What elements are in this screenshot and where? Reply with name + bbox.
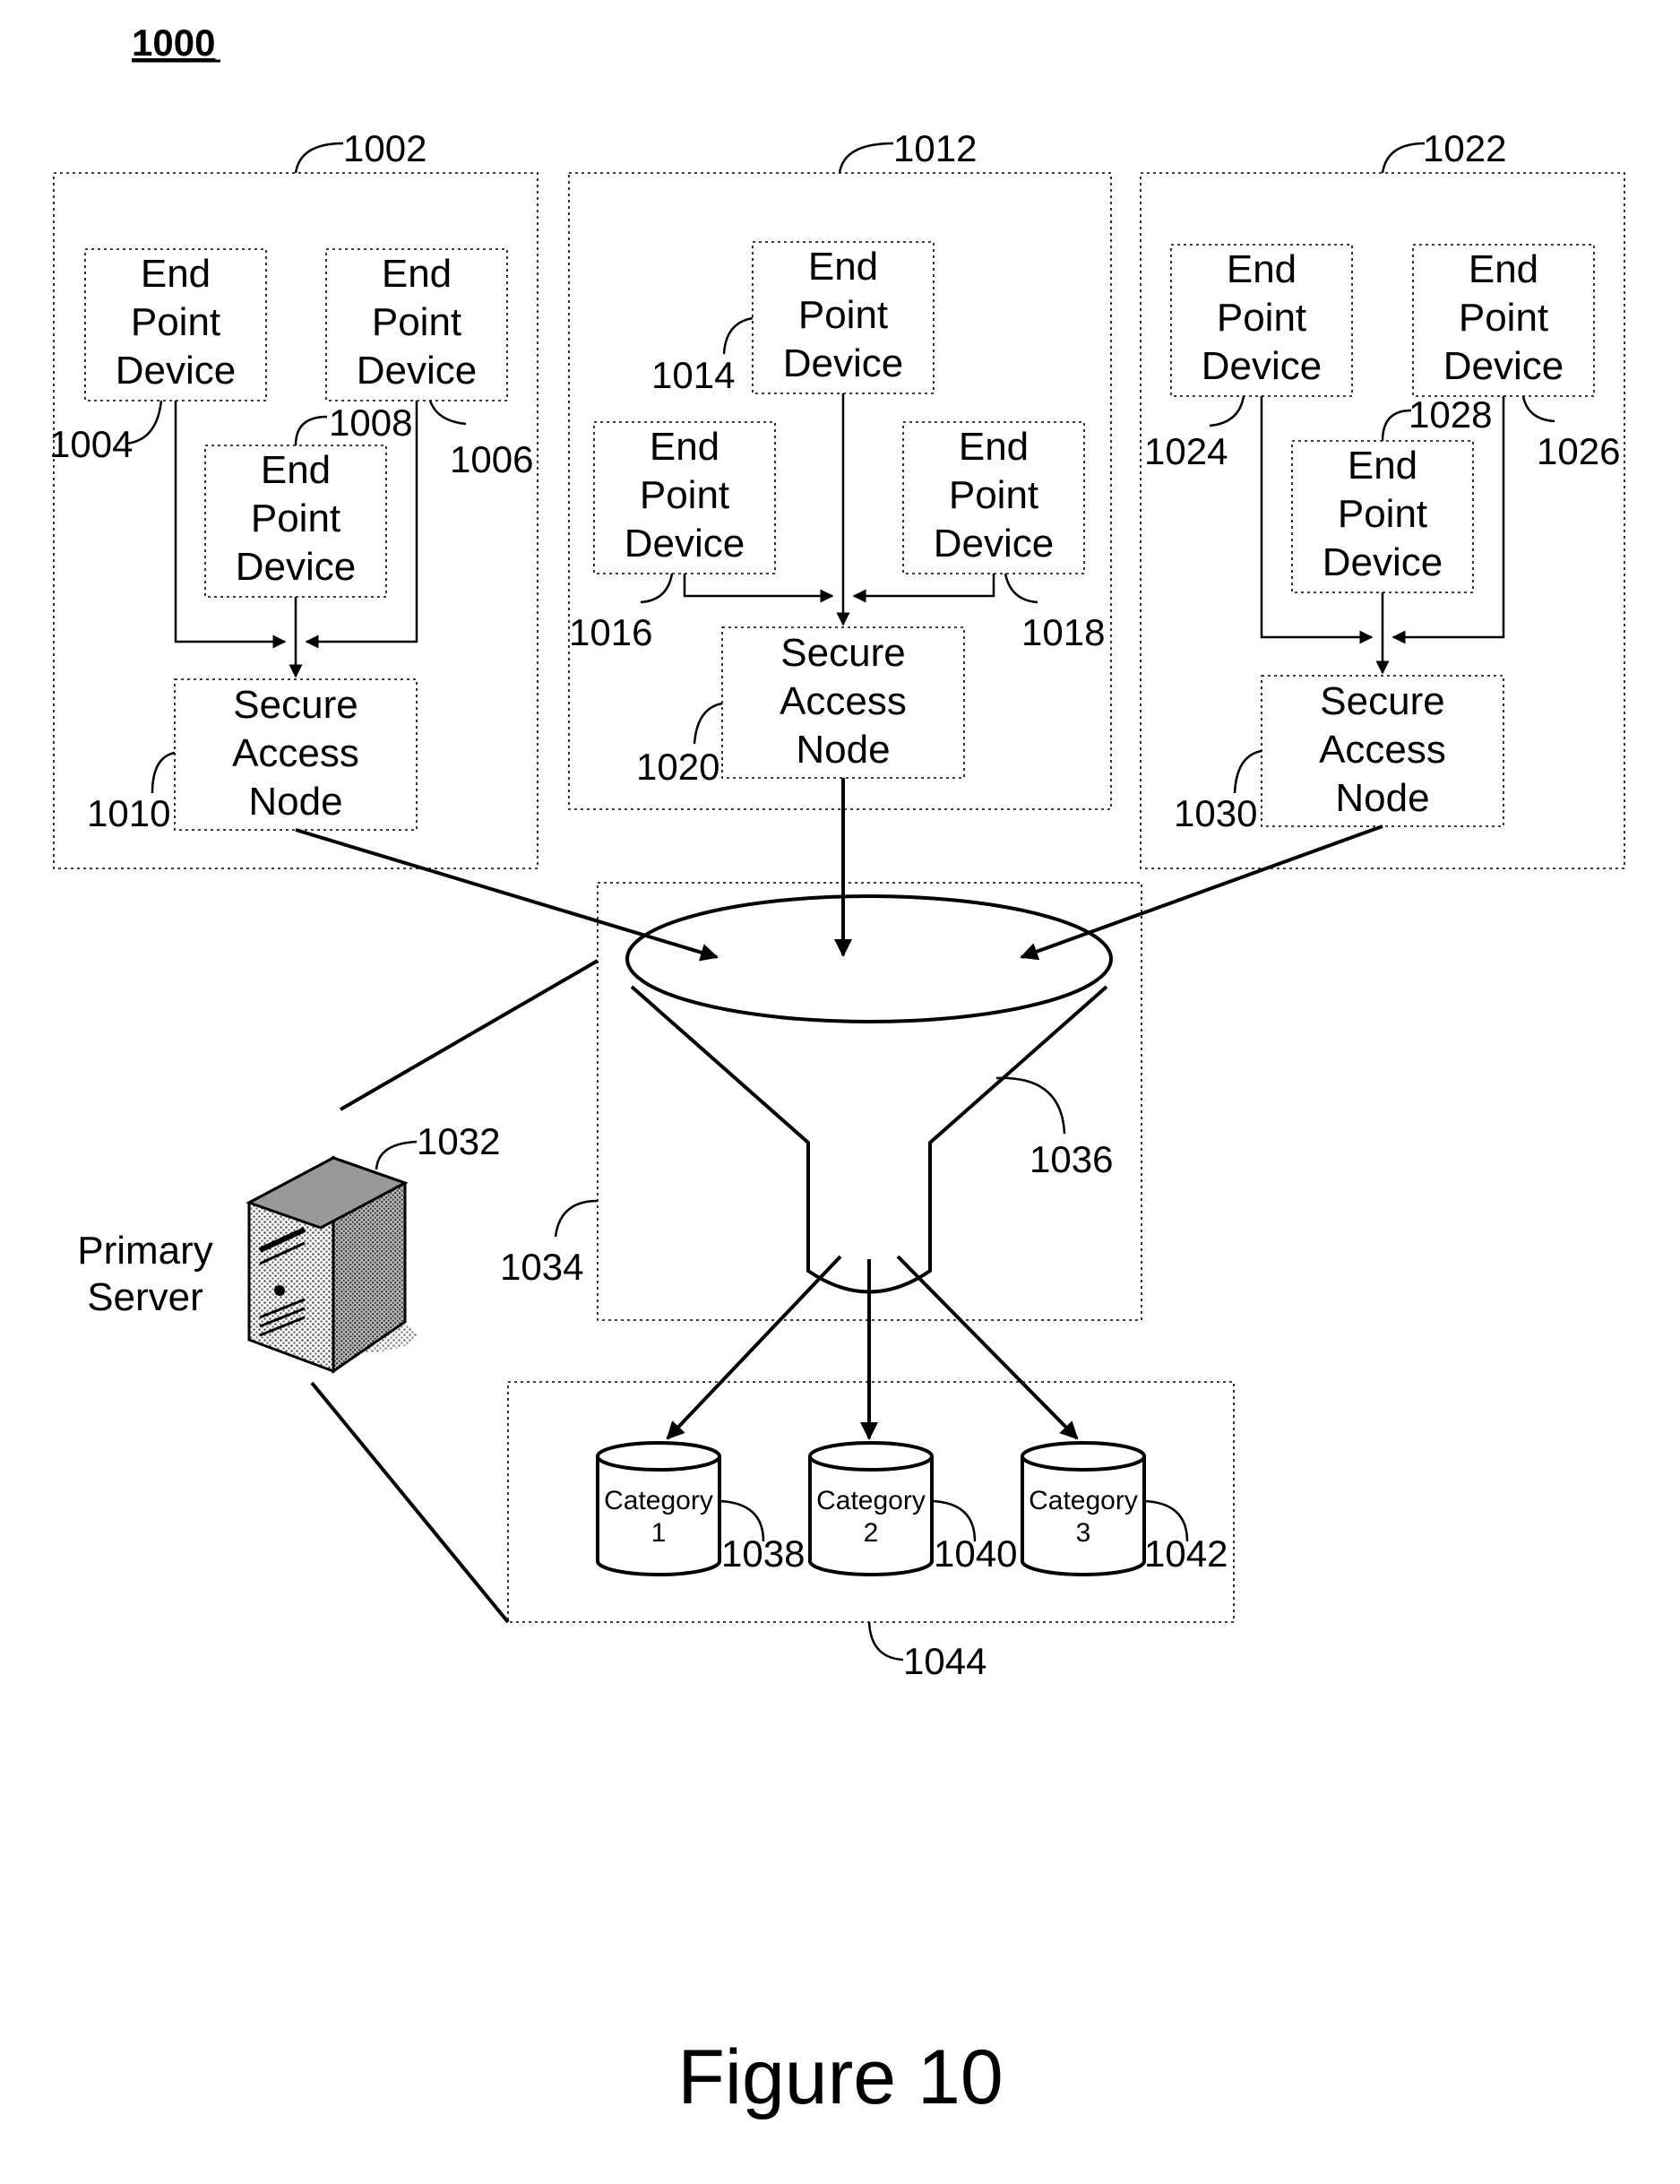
device-label: Point: [798, 293, 888, 337]
device-label: Point: [1338, 492, 1427, 536]
device-label: End: [382, 252, 452, 296]
server-ref: 1032: [417, 1120, 500, 1162]
device-label: Point: [640, 473, 729, 517]
category-ref: 1038: [721, 1532, 805, 1575]
node-ref: 1020: [636, 746, 719, 788]
node-ref: 1030: [1174, 792, 1257, 834]
figure-caption: Figure 10: [677, 2034, 1003, 2120]
endpoint-group-1: 1002 End Point Device 1004 End Point Dev…: [49, 127, 538, 868]
device-ref: 1008: [329, 401, 412, 444]
device-label: End: [959, 425, 1029, 469]
node-label: Node: [796, 728, 890, 772]
group-ref: 1012: [893, 127, 977, 169]
device-label: End: [808, 245, 878, 289]
category-ref: 1040: [934, 1532, 1017, 1575]
device-label: Device: [625, 522, 745, 565]
category-label: Category: [604, 1486, 713, 1515]
device-label: Point: [131, 300, 220, 344]
diagram-id: 1000: [132, 22, 215, 64]
category-label: 1: [651, 1518, 667, 1548]
node-label: Node: [248, 780, 342, 824]
category-label: 2: [864, 1518, 879, 1548]
device-label: End: [141, 252, 211, 296]
device-label: Device: [357, 349, 478, 393]
funnel-mouth: [627, 896, 1111, 1022]
device-label: End: [261, 448, 331, 492]
device-label: Point: [1217, 296, 1306, 340]
device-label: Device: [1443, 344, 1564, 388]
endpoint-group-3: 1022 End Point Device 1024 End Point Dev…: [1141, 127, 1624, 868]
device-label: Device: [783, 341, 904, 385]
device-label: End: [650, 425, 719, 469]
server-icon: [249, 1158, 417, 1371]
device-ref: 1014: [651, 354, 735, 396]
category-ref: 1042: [1144, 1532, 1228, 1575]
category-label: Category: [816, 1486, 926, 1515]
category-box-ref: 1044: [903, 1640, 986, 1682]
device-label: Device: [1322, 540, 1443, 584]
node-label: Secure: [1320, 679, 1444, 723]
endpoint-group-2: 1012 End Point Device 1014 End Point Dev…: [569, 127, 1111, 809]
device-ref: 1026: [1537, 430, 1620, 472]
device-label: Device: [116, 349, 237, 393]
device-label: Device: [1202, 344, 1322, 388]
device-label: Point: [949, 473, 1038, 517]
group-ref: 1002: [343, 127, 426, 169]
node-label: Secure: [780, 631, 905, 675]
node-label: Secure: [233, 683, 358, 727]
node-label: Access: [780, 679, 907, 723]
server-label: Server: [87, 1275, 203, 1319]
device-ref: 1006: [450, 438, 533, 480]
device-ref: 1024: [1144, 430, 1228, 472]
device-ref: 1028: [1409, 393, 1492, 436]
device-label: End: [1348, 444, 1417, 488]
server-label: Primary: [77, 1229, 213, 1273]
device-label: Point: [372, 300, 461, 344]
funnel-box-ref: 1034: [500, 1246, 583, 1288]
device-ref: 1004: [49, 423, 133, 465]
device-ref: 1018: [1021, 611, 1105, 653]
primary-server-group: 1032 Primary Server: [77, 1120, 500, 1371]
group-ref: 1022: [1423, 127, 1506, 169]
node-ref: 1010: [87, 792, 170, 834]
device-label: Device: [236, 545, 357, 589]
device-label: End: [1469, 247, 1538, 291]
category-label: Category: [1029, 1486, 1138, 1515]
device-label: Device: [934, 522, 1055, 565]
category-label: 3: [1076, 1518, 1091, 1548]
device-label: End: [1227, 247, 1297, 291]
node-label: Access: [1319, 728, 1446, 772]
node-label: Node: [1335, 776, 1429, 820]
node-label: Access: [232, 731, 359, 775]
funnel-ref: 1036: [1030, 1138, 1113, 1180]
device-label: Point: [251, 496, 340, 540]
device-ref: 1016: [569, 611, 652, 653]
device-label: Point: [1459, 296, 1548, 340]
